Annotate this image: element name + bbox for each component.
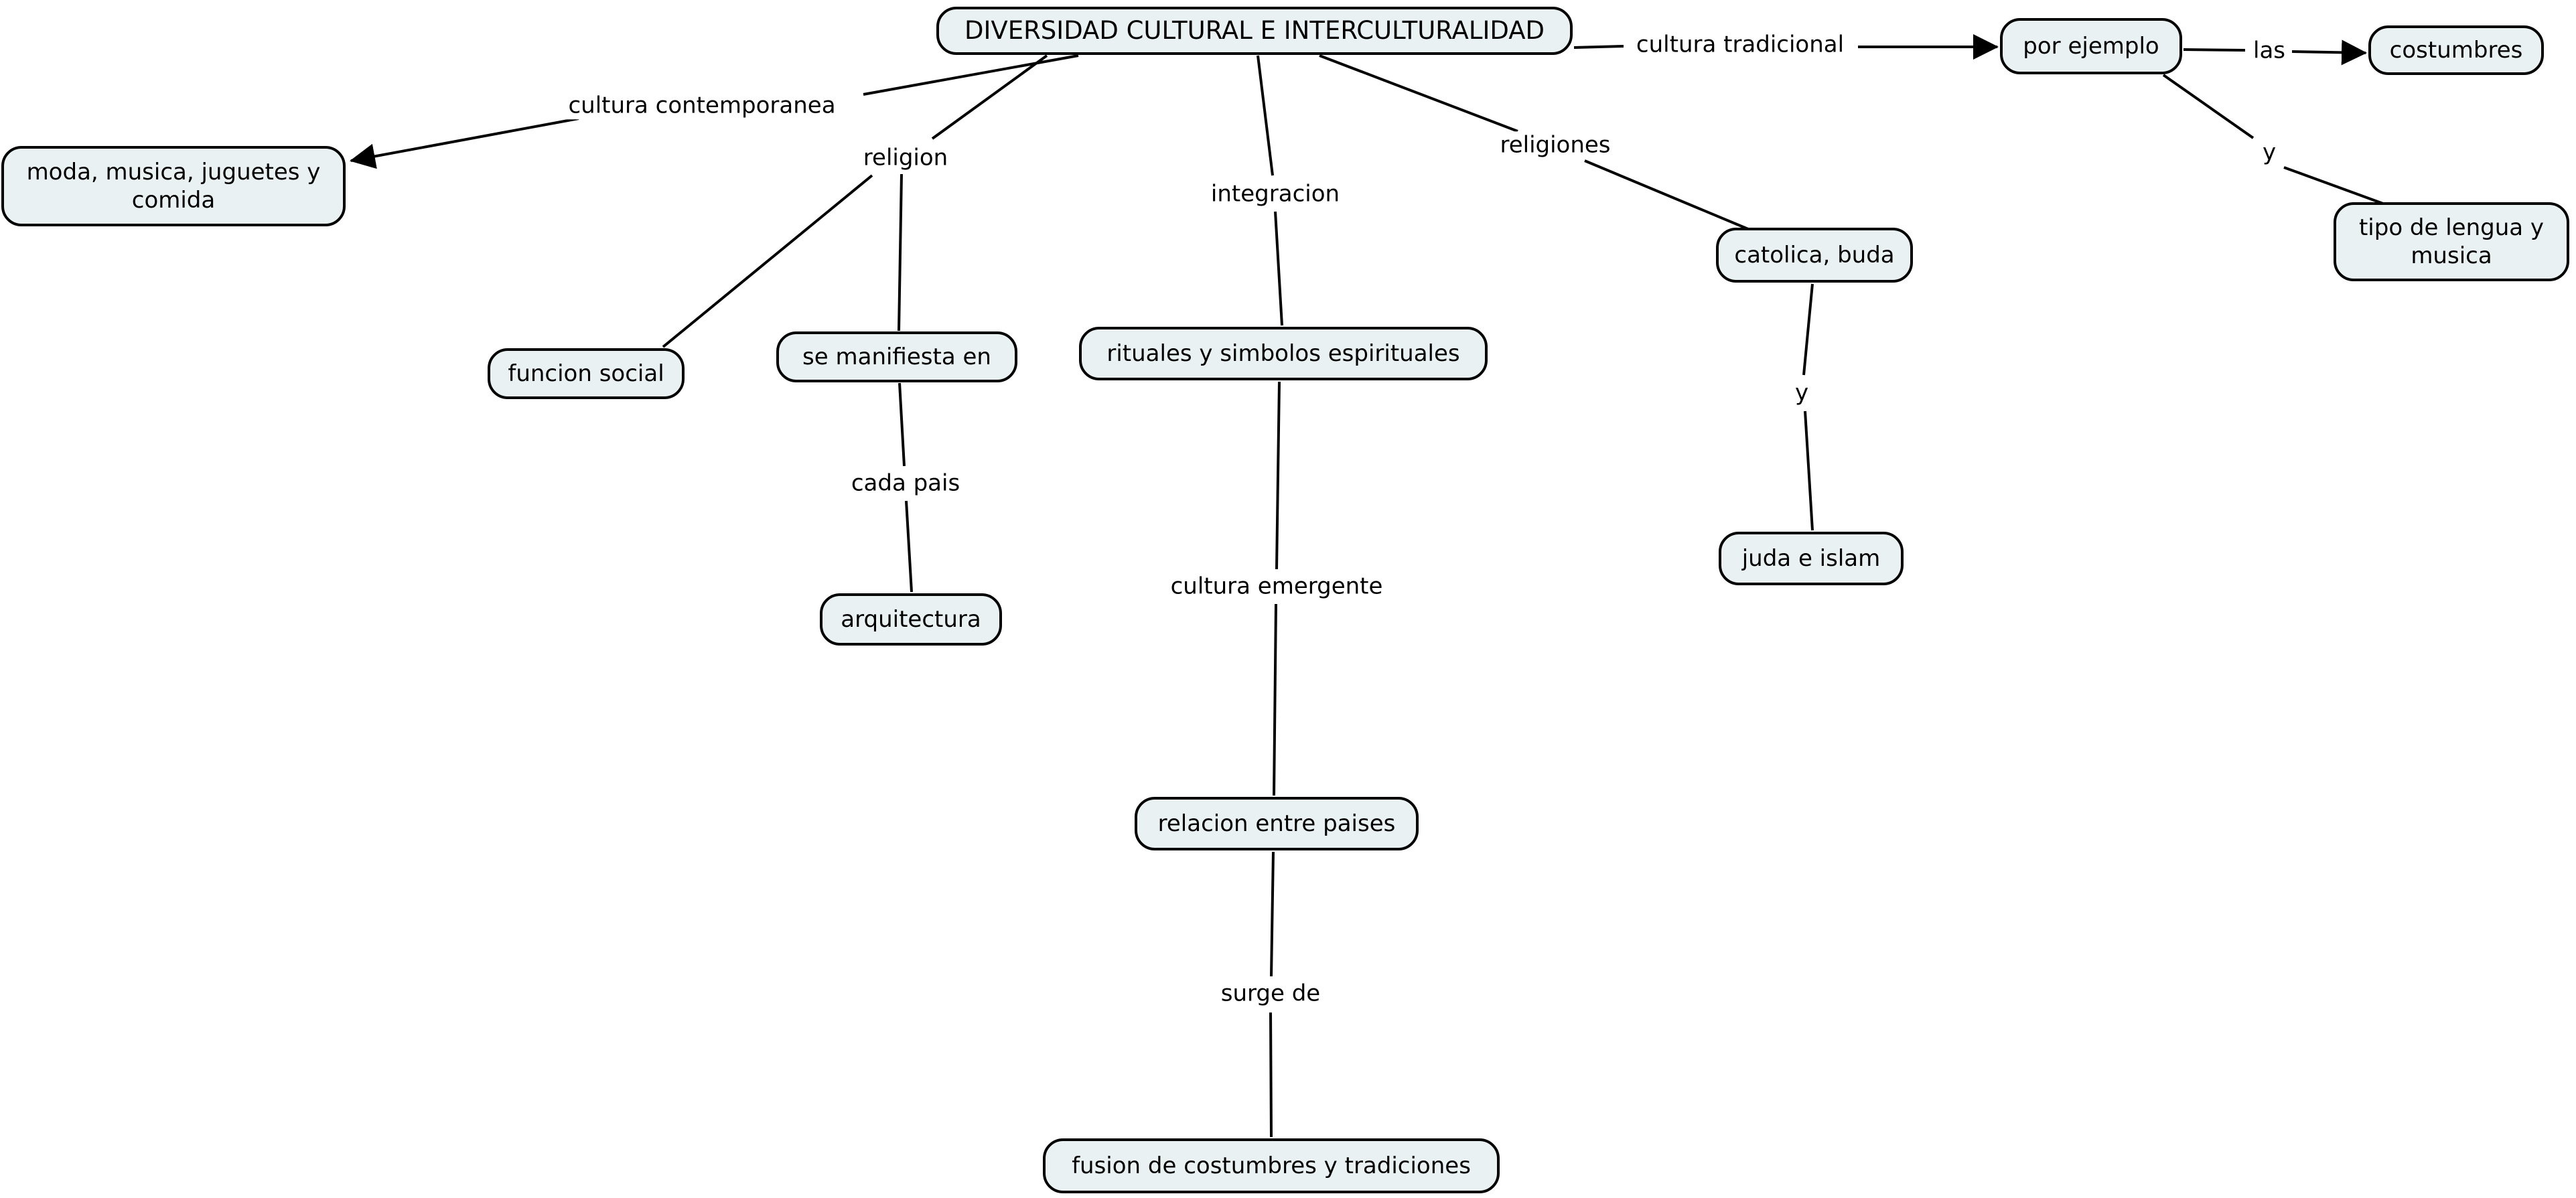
concept-node-label: arquitectura <box>841 605 981 633</box>
concept-node-root[interactable]: DIVERSIDAD CULTURAL E INTERCULTURALIDAD <box>936 7 1573 55</box>
concept-node-juda[interactable]: juda e islam <box>1719 532 1904 585</box>
concept-node-se-manifiesta[interactable]: se manifiesta en <box>776 331 1017 382</box>
concept-node-catolica[interactable]: catolica, buda <box>1716 228 1913 283</box>
link-label-religion[interactable]: religion <box>857 144 954 172</box>
connector-line-root--religiones <box>1319 54 1518 133</box>
concept-node-label: funcion social <box>508 360 664 387</box>
concept-node-fusion[interactable]: fusion de costumbres y tradiciones <box>1043 1138 1500 1193</box>
concept-node-label: moda, musica, juguetes y comida <box>26 158 321 214</box>
link-label-religiones[interactable]: religiones <box>1494 131 1616 159</box>
connector-line-root--cultura-contemporanea <box>863 54 1079 96</box>
link-label-y-right[interactable]: y <box>2257 139 2282 167</box>
connector-line-se-manifiesta--cada-pais <box>898 382 906 467</box>
link-label-las[interactable]: las <box>2248 37 2291 65</box>
concept-node-por-ejemplo[interactable]: por ejemplo <box>2000 18 2182 74</box>
link-label-surge-de[interactable]: surge de <box>1215 980 1326 1008</box>
concept-node-costumbres[interactable]: costumbres <box>2368 25 2544 75</box>
concept-node-label: catolica, buda <box>1734 241 1895 269</box>
connector-line-catolica--y-left <box>1802 283 1814 376</box>
concept-node-label: por ejemplo <box>2023 32 2159 60</box>
concept-node-label: tipo de lengua y musica <box>2358 214 2545 270</box>
connector-line-y-right--tipo-lengua <box>2283 166 2384 205</box>
connector-line-cada-pais--arquitectura <box>905 500 913 593</box>
concept-node-tipo-lengua[interactable]: tipo de lengua y musica <box>2334 202 2569 281</box>
connector-line-root--religion <box>931 54 1048 140</box>
connector-line-integracion--rituales <box>1274 211 1283 326</box>
connector-line-religion--se-manifiesta <box>898 173 903 331</box>
concept-node-label: costumbres <box>2389 36 2523 64</box>
concept-node-label: juda e islam <box>1741 544 1881 572</box>
connector-line-y-left--juda <box>1804 410 1814 531</box>
concept-node-label: fusion de costumbres y tradiciones <box>1072 1152 1471 1179</box>
concept-node-label: rituales y simbolos espirituales <box>1106 340 1460 367</box>
connector-line-cultura-contemporanea--moda <box>350 117 579 169</box>
connector-line-cultura-emergente--relacion <box>1273 603 1277 796</box>
concept-node-arquitectura[interactable]: arquitectura <box>820 593 1002 646</box>
connector-line-relacion--surge-de <box>1270 851 1275 977</box>
link-label-y-left[interactable]: y <box>1789 379 1814 407</box>
connector-line-root--cultura-tradicional <box>1573 45 1624 49</box>
link-label-cada-pais[interactable]: cada pais <box>845 469 966 498</box>
concept-node-funcion-social[interactable]: funcion social <box>488 348 685 399</box>
link-label-cultura-emergente[interactable]: cultura emergente <box>1165 573 1388 601</box>
concept-node-rituales[interactable]: rituales y simbolos espirituales <box>1079 327 1488 380</box>
link-label-integracion[interactable]: integracion <box>1205 180 1346 208</box>
concept-node-moda[interactable]: moda, musica, juguetes y comida <box>1 146 346 226</box>
connector-line-religiones--catolica <box>1584 159 1749 230</box>
connector-line-root--integracion <box>1257 55 1274 176</box>
connector-line-religion--funcion-social <box>662 174 873 348</box>
connector-line-las--costumbres <box>2291 40 2367 66</box>
concept-node-label: relacion entre paises <box>1157 810 1396 837</box>
link-label-cultura-contemporanea[interactable]: cultura contemporanea <box>563 92 841 120</box>
connector-line-por-ejemplo--y-right <box>2162 74 2255 139</box>
concept-node-label: DIVERSIDAD CULTURAL E INTERCULTURALIDAD <box>964 15 1545 45</box>
concept-node-relacion[interactable]: relacion entre paises <box>1135 797 1419 850</box>
connector-line-rituales--cultura-emergente <box>1275 381 1281 570</box>
concept-node-label: se manifiesta en <box>802 343 991 370</box>
link-label-cultura-tradicional[interactable]: cultura tradicional <box>1630 31 1850 59</box>
